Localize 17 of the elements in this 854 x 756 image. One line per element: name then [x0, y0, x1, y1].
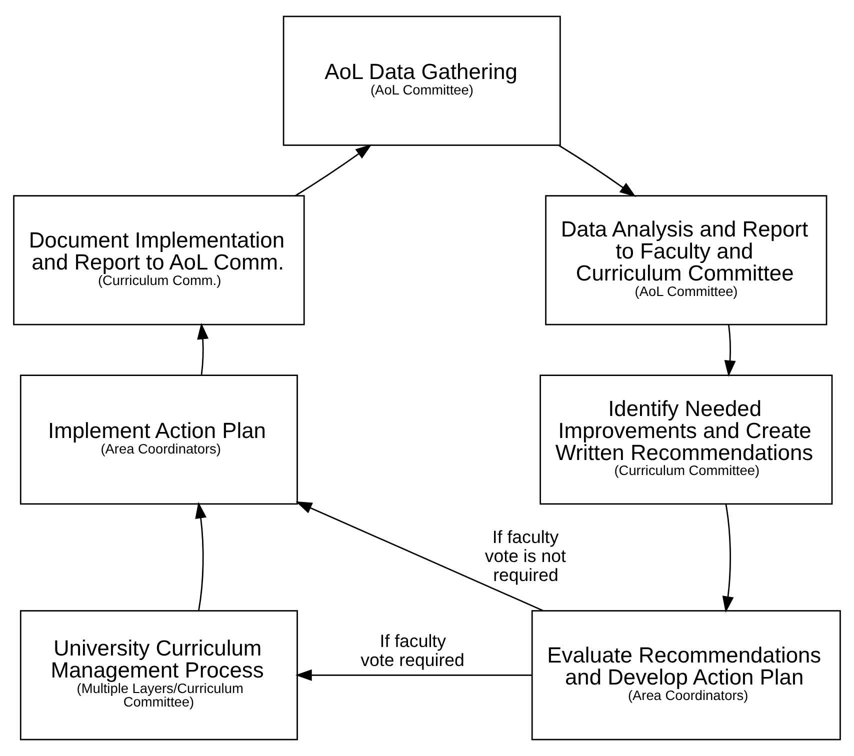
arrow — [295, 144, 372, 196]
arrow — [558, 144, 636, 198]
edge-label: If faculty vote is not required — [484, 526, 566, 586]
arrow — [295, 669, 532, 681]
edge-label: If faculty vote required — [360, 630, 464, 670]
arrow — [296, 501, 544, 612]
node-box: Data Analysis and Report to Faculty and Curriculum Committee (AoL Committee) — [545, 195, 828, 326]
arrow — [197, 322, 209, 375]
node-box: Document Implementation and Report to AoL Comm. (Curriculum Comm.) — [13, 195, 305, 326]
arrow — [724, 324, 736, 377]
node-box: Evaluate Recommendations and Develop Action Plan (Area Coordinators) — [531, 610, 841, 740]
node-box: AoL Data Gathering (AoL Committee) — [282, 16, 561, 146]
arrow — [195, 502, 207, 611]
node-box: Implement Action Plan (Area Coordinators) — [20, 374, 298, 505]
node-box: University Curriculum Management Process (Multiple Layers/Curriculum Committee) — [20, 610, 298, 740]
node-box: Identify Needed Improvements and Create Written Recommendations (Curriculum Committee) — [540, 374, 833, 505]
arrow — [722, 504, 734, 613]
